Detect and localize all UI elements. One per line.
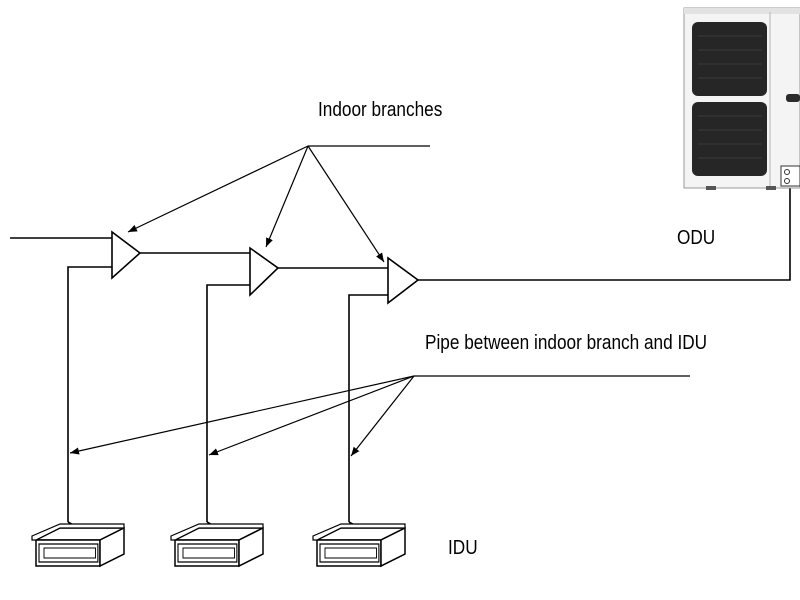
odu-handle [786, 94, 800, 102]
leader-to-pipe-idu1 [69, 375, 415, 455]
odu-fan-grille-top [692, 22, 767, 96]
indoor-branches-label: Indoor branches [318, 99, 443, 121]
pipe-between-label: Pipe between indoor branch and IDU [425, 332, 708, 354]
idu-3 [312, 523, 406, 568]
pipe-branch2-to-idu2 [206, 284, 250, 522]
odu-fan-grille-bottom [692, 102, 767, 176]
leader-to-pipe-idu2 [208, 375, 415, 456]
leader-to-pipe-idu3 [350, 375, 415, 457]
idu-label: IDU [448, 537, 478, 559]
leader-to-branch-1 [127, 145, 309, 233]
pipe-branch1-to-idu1 [67, 266, 112, 522]
odu-service-valves [780, 165, 800, 187]
idu-1 [31, 523, 125, 568]
pipe-branch3-to-odu [418, 180, 791, 281]
odu-label: ODU [677, 227, 716, 249]
indoor-branch-3 [387, 256, 420, 305]
indoor-branch-1 [111, 230, 142, 280]
idu-2 [170, 523, 264, 568]
indoor-branch-2 [249, 246, 280, 297]
pipe-branch3-to-idu3 [348, 294, 388, 522]
leader-to-branch-2 [265, 145, 309, 248]
leader-to-branch-3 [307, 145, 385, 263]
odu-unit [683, 7, 800, 190]
